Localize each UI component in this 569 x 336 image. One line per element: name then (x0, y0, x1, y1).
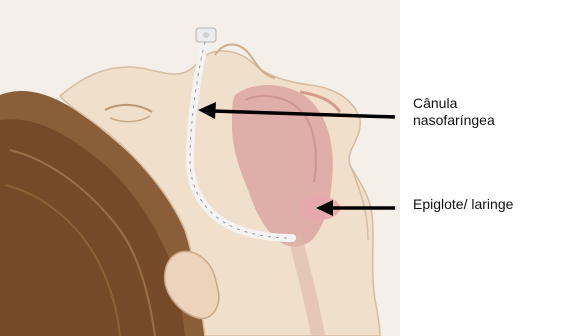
label-cannula-line2: nasofaríngea (413, 112, 495, 129)
label-cannula-line1: Cânula (413, 95, 495, 112)
arrow-left-icon (316, 200, 395, 216)
label-epiglottis: Epiglote/ laringe (413, 196, 513, 213)
arrow-left-icon (198, 102, 395, 119)
label-cannula: Cânula nasofaríngea (413, 95, 495, 129)
